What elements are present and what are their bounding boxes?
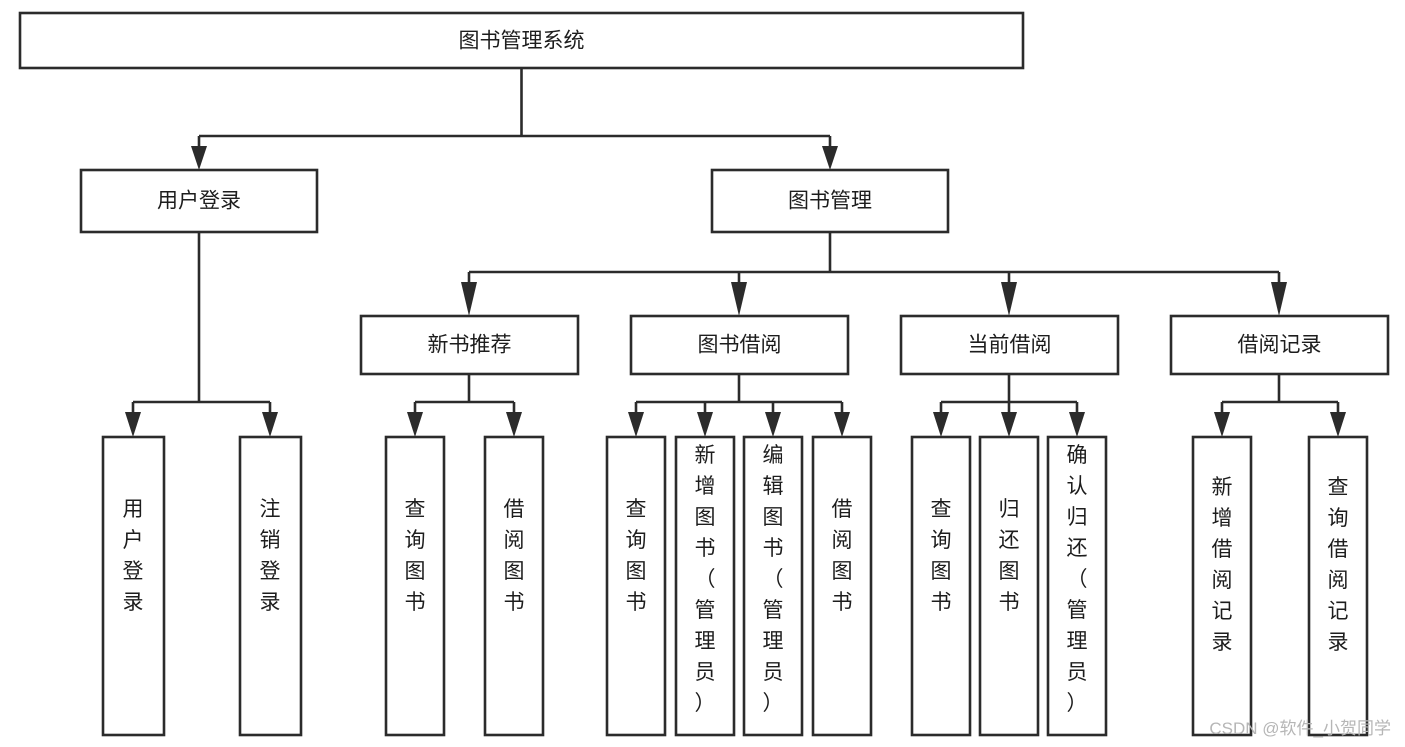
arrowhead-leaf-edit-book (765, 412, 781, 437)
arrowhead-borrow-record (1271, 282, 1287, 316)
node-leaf-return-book-label: 归还图书 (999, 498, 1020, 614)
arrowhead-leaf-add-book (697, 412, 713, 437)
node-new-book-rec-box[interactable] (359, 314, 580, 376)
connector-layer (125, 68, 1346, 437)
arrowhead-user-login (191, 146, 207, 170)
node-user-login[interactable]: 用户登录 (79, 168, 319, 234)
node-borrow-record-box[interactable] (1169, 314, 1390, 376)
node-leaf-return-book[interactable]: 归还图书 (978, 435, 1040, 737)
node-leaf-query-record-box[interactable] (1307, 435, 1369, 737)
node-root-box[interactable] (18, 11, 1025, 70)
node-leaf-query-book-2[interactable]: 查询图书 (605, 435, 667, 737)
node-leaf-query-book-3[interactable]: 查询图书 (910, 435, 972, 737)
arrowhead-book-manage (822, 146, 838, 170)
node-leaf-query-book-3-label: 查询图书 (931, 498, 952, 614)
node-leaf-logout-label: 注销登录 (260, 498, 281, 614)
arrowhead-leaf-logout (262, 412, 278, 437)
node-leaf-user-login-label: 用户登录 (123, 498, 144, 614)
node-leaf-query-book-3-box[interactable] (910, 435, 972, 737)
node-borrow-record[interactable]: 借阅记录 (1169, 314, 1390, 376)
node-book-borrow[interactable]: 图书借阅 (629, 314, 850, 376)
node-leaf-edit-book-box[interactable] (742, 435, 804, 737)
node-new-book-rec-label: 新书推荐 (428, 334, 512, 357)
node-leaf-query-book-1-box[interactable] (384, 435, 446, 737)
node-current-borrow[interactable]: 当前借阅 (899, 314, 1120, 376)
node-leaf-query-book-1[interactable]: 查询图书 (384, 435, 446, 737)
arrowhead-leaf-borrow-book-1 (506, 412, 522, 437)
node-leaf-query-book-2-box[interactable] (605, 435, 667, 737)
node-leaf-user-login-box[interactable] (101, 435, 166, 737)
node-leaf-query-book-2-label: 查询图书 (626, 498, 647, 614)
node-leaf-query-book-1-label: 查询图书 (405, 498, 426, 614)
node-leaf-borrow-book-2-box[interactable] (811, 435, 873, 737)
arrowhead-book-borrow (731, 282, 747, 316)
arrowhead-leaf-query-book-1 (407, 412, 423, 437)
node-leaf-edit-book-label: 编辑图书（管理员） (763, 444, 784, 715)
node-current-borrow-label: 当前借阅 (968, 334, 1052, 357)
node-leaf-query-record-label: 查询借阅记录 (1328, 476, 1349, 654)
node-user-login-label: 用户登录 (157, 190, 241, 213)
node-leaf-logout-box[interactable] (238, 435, 303, 737)
arrowhead-new-book-rec (461, 282, 477, 316)
node-leaf-add-record[interactable]: 新增借阅记录 (1191, 435, 1253, 737)
node-leaf-add-record-label: 新增借阅记录 (1212, 476, 1233, 654)
arrowhead-leaf-query-book-3 (933, 412, 949, 437)
node-leaf-add-book-label: 新增图书（管理员） (695, 444, 716, 715)
node-leaf-add-book[interactable]: 新增图书（管理员） (674, 435, 736, 737)
arrowhead-leaf-add-record (1214, 412, 1230, 437)
node-leaf-confirm-return[interactable]: 确认归还（管理员） (1046, 435, 1108, 737)
watermark-label: CSDN @软件_小贺同学 (1209, 719, 1391, 738)
node-leaf-borrow-book-1[interactable]: 借阅图书 (483, 435, 545, 737)
node-leaf-add-book-box[interactable] (674, 435, 736, 737)
node-leaf-edit-book[interactable]: 编辑图书（管理员） (742, 435, 804, 737)
node-leaf-return-book-box[interactable] (978, 435, 1040, 737)
node-book-borrow-box[interactable] (629, 314, 850, 376)
node-leaf-logout[interactable]: 注销登录 (238, 435, 303, 737)
arrowhead-leaf-query-book-2 (628, 412, 644, 437)
node-current-borrow-box[interactable] (899, 314, 1120, 376)
node-book-manage[interactable]: 图书管理 (710, 168, 950, 234)
node-book-manage-label: 图书管理 (788, 190, 872, 213)
node-leaf-user-login[interactable]: 用户登录 (101, 435, 166, 737)
arrowhead-leaf-borrow-book-2 (834, 412, 850, 437)
node-leaf-borrow-book-2[interactable]: 借阅图书 (811, 435, 873, 737)
node-user-login-box[interactable] (79, 168, 319, 234)
node-borrow-record-label: 借阅记录 (1238, 334, 1322, 357)
node-leaf-borrow-book-2-label: 借阅图书 (832, 498, 853, 614)
node-leaf-borrow-book-1-label: 借阅图书 (504, 498, 525, 614)
arrowhead-leaf-confirm-return (1069, 412, 1085, 437)
node-leaf-query-record[interactable]: 查询借阅记录 (1307, 435, 1369, 737)
arrowhead-leaf-return-book (1001, 412, 1017, 437)
node-leaf-confirm-return-box[interactable] (1046, 435, 1108, 737)
node-leaf-add-record-box[interactable] (1191, 435, 1253, 737)
node-book-manage-box[interactable] (710, 168, 950, 234)
node-new-book-rec[interactable]: 新书推荐 (359, 314, 580, 376)
node-leaf-confirm-return-label: 确认归还（管理员） (1067, 444, 1088, 715)
arrowhead-current-borrow (1001, 282, 1017, 316)
node-leaf-borrow-book-1-box[interactable] (483, 435, 545, 737)
node-root-label: 图书管理系统 (459, 30, 585, 53)
node-root[interactable]: 图书管理系统 (18, 11, 1025, 70)
arrowhead-leaf-user-login (125, 412, 141, 437)
node-book-borrow-label: 图书借阅 (698, 334, 782, 357)
arrowhead-leaf-query-record (1330, 412, 1346, 437)
